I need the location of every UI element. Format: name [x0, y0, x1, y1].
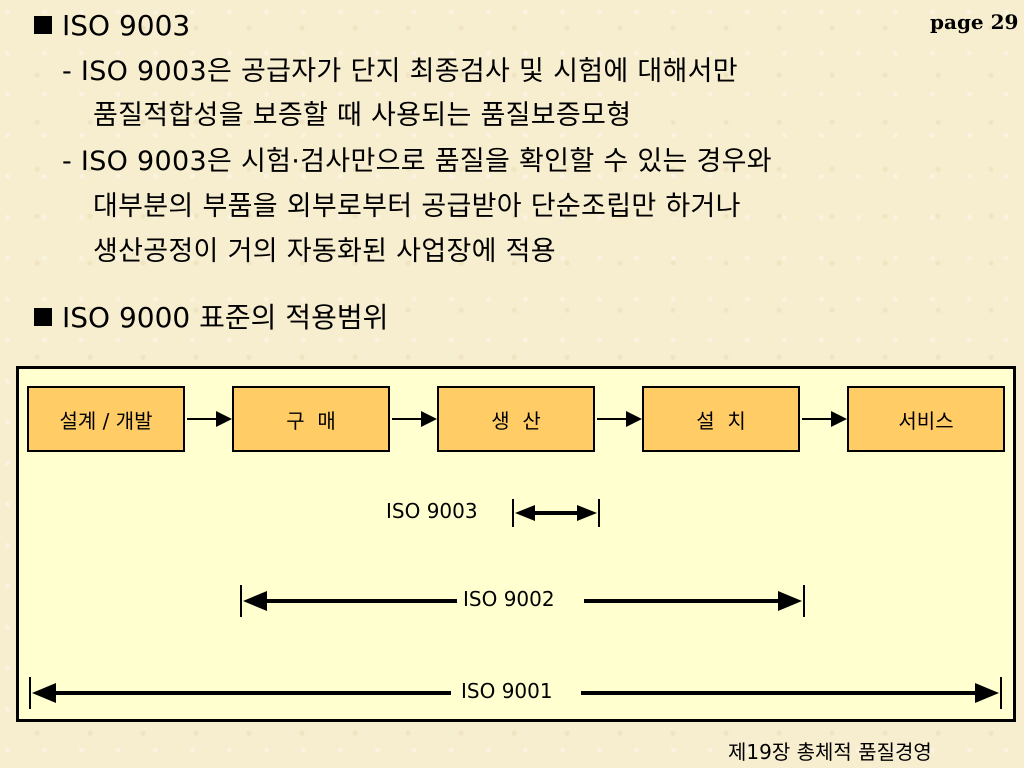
stage-box-production: 생 산 — [437, 386, 595, 452]
range-arrow-iso9001 — [29, 677, 1002, 709]
range-label-iso9001: ISO 9001 — [457, 679, 557, 703]
section-heading-text: ISO 9000 표준의 적용범위 — [62, 301, 389, 334]
bullet-1-line-1: - ISO 9003은 공급자가 단지 최종검사 및 시험에 대해서만 — [62, 56, 738, 87]
stage-label: 생 산 — [491, 408, 541, 433]
bullet-2-line-1: - ISO 9003은 시험·검사만으로 품질을 확인할 수 있는 경우와 — [62, 146, 772, 177]
square-bullet-icon — [34, 308, 52, 326]
range-label-iso9002: ISO 9002 — [459, 587, 559, 611]
range-label-iso9003: ISO 9003 — [386, 499, 478, 523]
bullet-1-line-2: 품질적합성을 보증할 때 사용되는 품질보증모형 — [93, 100, 632, 131]
range-arrow-iso9003 — [512, 499, 600, 527]
bullet-2-line-2: 대부분의 부품을 외부로부터 공급받아 단순조립만 하거나 — [93, 191, 741, 222]
stage-label: 설계 / 개발 — [59, 408, 153, 433]
bullet-2-line-3: 생산공정이 거의 자동화된 사업장에 적용 — [93, 236, 556, 267]
section-heading-scope: ISO 9000 표준의 적용범위 — [34, 302, 388, 334]
square-bullet-icon — [34, 16, 52, 34]
stage-box-installation: 설 치 — [642, 386, 800, 452]
stage-box-design: 설계 / 개발 — [27, 386, 185, 452]
stage-label: 서비스 — [898, 408, 954, 433]
stage-label: 구 매 — [286, 408, 336, 433]
section-heading-text: ISO 9003 — [62, 9, 191, 42]
scope-diagram: 설계 / 개발 구 매 생 산 설 치 서비스 — [16, 366, 1016, 722]
range-arrow-iso9002 — [240, 585, 805, 617]
section-heading-iso9003: ISO 9003 — [34, 10, 190, 42]
stage-box-purchase: 구 매 — [232, 386, 390, 452]
page-number: page 29 — [930, 10, 1019, 34]
stage-box-service: 서비스 — [847, 386, 1005, 452]
diagram-arrows — [29, 411, 1002, 709]
stage-label: 설 치 — [696, 408, 746, 433]
chapter-footer: 제19장 총체적 품질경영 — [728, 740, 932, 764]
